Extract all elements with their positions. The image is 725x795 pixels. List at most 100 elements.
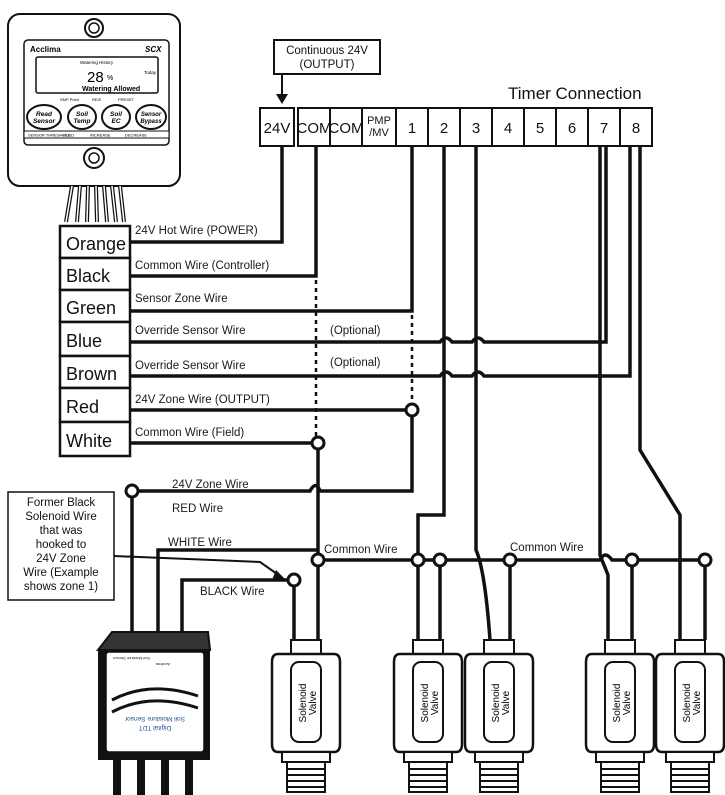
wires [130,146,707,641]
wire-color-black: Black [66,266,111,286]
tag-threshold: SENSOR THRESHOLD [28,133,71,138]
junction-icon [697,552,713,568]
wire-junctions [124,402,713,588]
wire-color-red: Red [66,397,99,417]
controller-model: SCX [145,45,162,54]
junction-icon [502,552,518,568]
wire-color-green: Green [66,298,116,318]
wire-label-blue: Override Sensor Wire [135,325,246,337]
wire-label-red: 24V Zone Wire (OUTPUT) [135,394,270,406]
lcd-status: Watering Allowed [82,86,140,93]
sensor-small: Soil Moisture Sensor [112,656,150,661]
wire-label-orange: 24V Hot Wire (POWER) [135,225,258,237]
svg-text:Valve: Valve [430,690,441,715]
wire-color-white: White [66,431,112,451]
svg-text:Valve: Valve [501,690,512,715]
soil-moisture-sensor: Digital TDT Soil Moisture Sensor Acclima… [95,631,212,795]
watering-history-label: Watering History [80,60,114,65]
junction-icon [310,435,326,451]
solenoid-valve-2: Solenoid Valve [392,638,464,794]
timer-connection-title: Timer Connection [508,84,642,103]
svg-text:Solenoid: Solenoid [682,684,693,723]
svg-text:Solenoid: Solenoid [298,684,309,723]
timer-terminal-strip: 24V COM COM PMP/MV 1 2 3 4 5 6 7 8 [259,107,653,147]
junction-icon [624,552,640,568]
terminal-com-1: COM [297,120,332,137]
sensor-brand: Acclima [155,662,170,667]
junction-icon [124,483,140,499]
svg-text:Solenoid: Solenoid [612,684,623,723]
sensor-line1: Digital TDT [139,724,171,731]
terminal-8: 8 [632,120,640,137]
svg-text:Valve: Valve [622,690,633,715]
wire-color-boxes: Orange Black Green Blue Brown Red White [58,224,132,458]
pointer-arrow-icon [272,570,286,580]
svg-text:Wire (Example: Wire (Example [23,567,98,579]
junction-icon [410,552,426,568]
arrow-down-icon [276,94,288,104]
svg-text:Solenoid: Solenoid [491,684,502,723]
continuous-24v-note: Continuous 24V (OUTPUT) [273,39,381,104]
solenoid-valve-3: Solenoid Valve [463,638,535,794]
svg-text:Solenoid Wire: Solenoid Wire [25,511,97,523]
tag-smp: SMP Point [60,97,80,102]
white-wire-label: WHITE Wire [168,537,232,549]
svg-text:Solenoid: Solenoid [420,684,431,723]
junction-icon [432,552,448,568]
common-wire-label-1: Common Wire [324,544,397,556]
wire-label-black: Common Wire (Controller) [135,260,269,272]
solenoid-valve-1: Solenoid Valve [270,638,342,794]
terminal-4: 4 [504,120,512,137]
terminal-pmp-mv: PMP/MV [367,115,391,139]
junction-icon [310,552,326,568]
terminal-3: 3 [472,120,480,137]
wire-color-brown: Brown [66,364,117,384]
svg-text:that was: that was [40,525,83,537]
tag-preset: PRESET [118,97,135,102]
today-label: Today [144,70,157,75]
terminal-2: 2 [440,120,448,137]
svg-text:Valve: Valve [692,690,703,715]
wire-color-orange: Orange [66,234,126,254]
svg-text:Former Black: Former Black [27,497,96,509]
junction-icon [404,402,420,418]
terminal-com-2: COM [329,120,364,137]
soil-sensor-controller: Acclima SCX Watering History Today 28 % … [7,13,181,187]
terminal-7: 7 [600,120,608,137]
wire-color-blue: Blue [66,331,102,351]
cable-bundle [64,185,126,223]
solenoid-valve-5: Solenoid Valve [654,638,725,794]
common-wire-label-2: Common Wire [510,542,583,554]
svg-text:hooked to: hooked to [36,539,87,551]
zone-wire-label: 24V Zone Wire [172,479,249,491]
optional-label-brown: (Optional) [330,357,381,369]
sensor-line2: Soil Moisture Sensor [124,715,185,722]
tag-hold: HOLD [63,133,74,138]
red-wire-label: RED Wire [172,503,223,515]
controller-brand: Acclima [30,45,61,54]
svg-text:shows zone 1): shows zone 1) [24,581,98,593]
wire-label-brown: Override Sensor Wire [135,360,246,372]
terminal-6: 6 [568,120,576,137]
svg-text:Valve: Valve [308,690,319,715]
tag-decrease: DECREASE [125,133,147,138]
svg-text:(OUTPUT): (OUTPUT) [300,59,355,71]
lcd-unit: % [107,75,113,82]
terminal-24v: 24V [264,120,291,137]
tag-ree: RE/E [92,97,102,102]
black-wire-label: BLACK Wire [200,586,265,598]
optional-label-blue: (Optional) [330,325,381,337]
terminal-5: 5 [536,120,544,137]
lcd-reading: 28 [87,69,104,86]
wire-label-green: Sensor Zone Wire [135,293,228,305]
svg-text:24V Zone: 24V Zone [36,553,86,565]
